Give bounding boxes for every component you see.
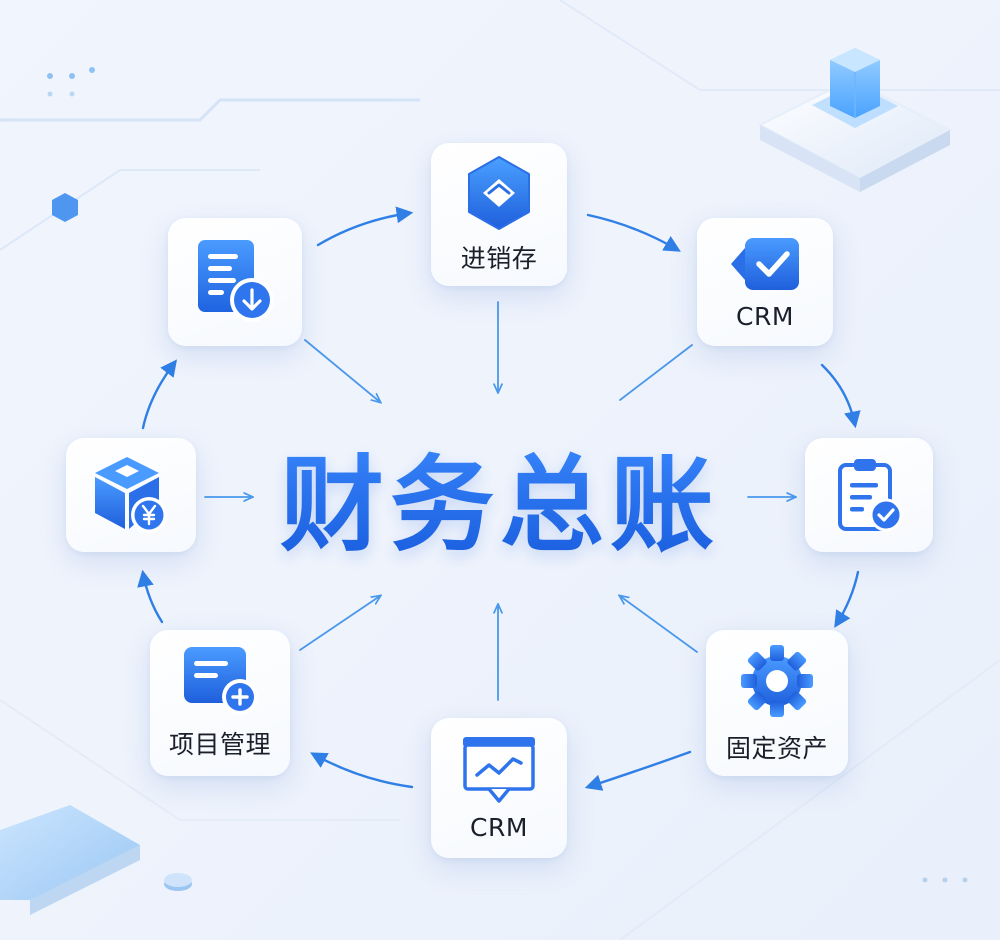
module-card-fixed-assets[interactable]: 固定资产 bbox=[706, 630, 848, 776]
arrow-crm1-to-clip bbox=[820, 363, 861, 429]
spoke-proj bbox=[299, 596, 380, 651]
module-label: 固定资产 bbox=[725, 734, 828, 763]
module-label: 项目管理 bbox=[168, 730, 271, 759]
arrow-doc-to-inv bbox=[316, 206, 414, 247]
dots-bottom-right bbox=[922, 877, 968, 883]
module-card-document[interactable] bbox=[168, 218, 302, 346]
slab-decor bbox=[0, 805, 192, 915]
module-card-crm-top[interactable]: CRM bbox=[697, 218, 833, 346]
arrow-inv-to-crm1 bbox=[586, 213, 681, 252]
cube-platform-decor bbox=[757, 48, 953, 192]
arrow-fixed-to-crm2 bbox=[584, 750, 692, 791]
hexagon-diamond-icon bbox=[468, 155, 530, 230]
module-card-clipboard[interactable] bbox=[805, 438, 933, 552]
spoke-doc bbox=[304, 339, 380, 402]
card-plus-icon bbox=[184, 647, 258, 715]
arrow-proj-to-box bbox=[137, 569, 164, 624]
arrow-box-to-doc bbox=[141, 359, 178, 430]
module-card-inventory[interactable]: 进销存 bbox=[431, 143, 567, 286]
document-download-icon bbox=[198, 240, 274, 322]
box-yuan-icon bbox=[95, 457, 167, 533]
clipboard-check-icon bbox=[838, 459, 903, 532]
center-title: 财务总账 bbox=[250, 430, 750, 566]
module-card-project-management[interactable]: 项目管理 bbox=[150, 630, 290, 776]
chart-monitor-icon bbox=[463, 736, 535, 803]
check-badge-icon bbox=[731, 237, 799, 290]
module-card-box-yuan[interactable] bbox=[66, 438, 196, 552]
module-label: CRM bbox=[736, 301, 794, 331]
dots-top-left bbox=[47, 67, 95, 97]
module-label: 进销存 bbox=[460, 243, 538, 273]
spoke-fixed bbox=[620, 596, 698, 653]
gear-icon bbox=[741, 645, 813, 717]
arrow-crm2-to-proj bbox=[310, 752, 414, 789]
spoke-crm1 bbox=[619, 344, 693, 401]
module-card-crm-bottom[interactable]: CRM bbox=[431, 718, 567, 858]
arrow-clip-to-fixed bbox=[834, 570, 860, 628]
module-label: CRM bbox=[470, 812, 528, 842]
